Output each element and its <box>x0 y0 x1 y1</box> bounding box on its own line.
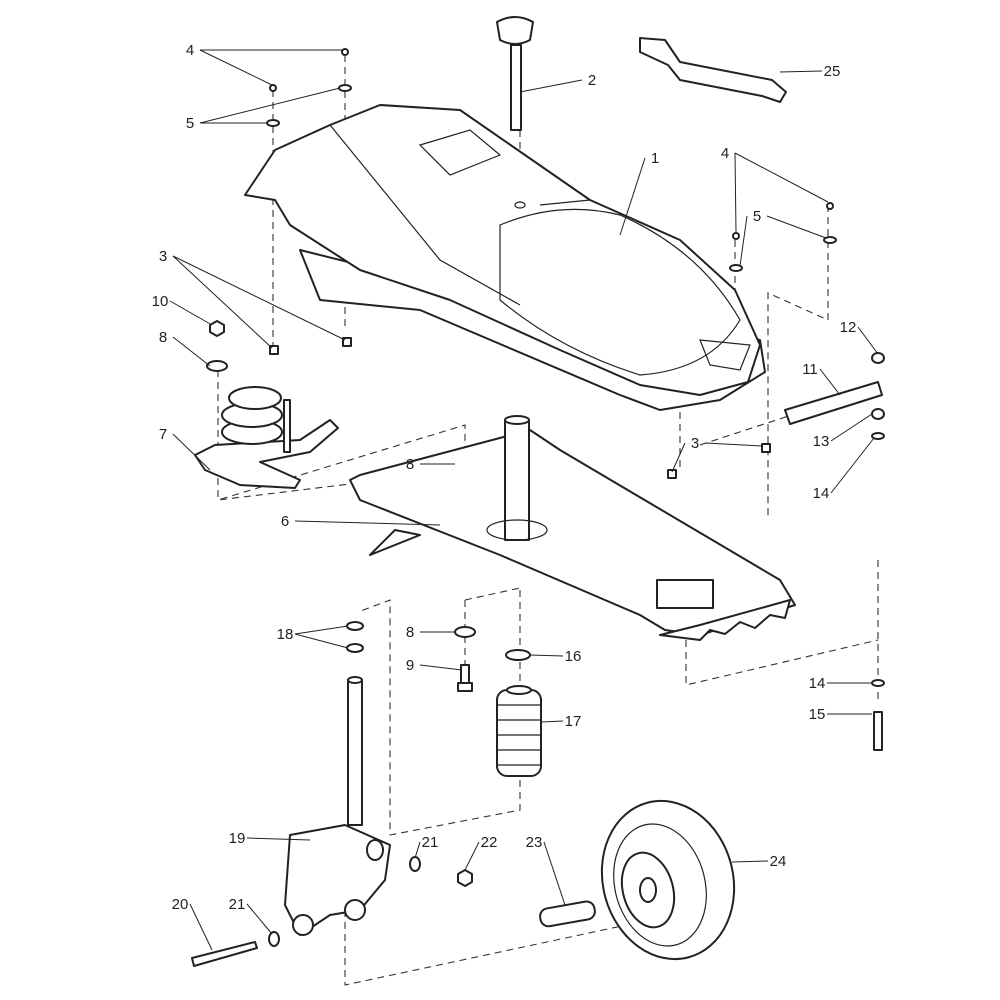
callout-label-5: 5 <box>753 208 761 225</box>
bracket-part-25 <box>639 37 787 103</box>
callout-label-21: 21 <box>422 834 439 851</box>
leader-line <box>294 625 349 635</box>
leader-line <box>704 442 763 447</box>
callout-label-24: 24 <box>770 853 787 870</box>
leader-line <box>464 841 480 871</box>
callout-label-18: 18 <box>277 626 294 643</box>
callout-label-10: 10 <box>152 293 169 310</box>
callout-label-14: 14 <box>809 675 826 692</box>
callout-label-3: 3 <box>691 435 699 452</box>
leader-line <box>830 413 873 442</box>
callout-label-12: 12 <box>840 319 857 336</box>
leader-line <box>172 336 211 367</box>
callout-label-7: 7 <box>159 426 167 443</box>
leader-line <box>779 70 823 73</box>
callout-label-8: 8 <box>406 456 414 473</box>
leader-line <box>540 720 564 723</box>
leader-line <box>529 654 564 657</box>
callout-label-4: 4 <box>721 145 729 162</box>
callout-label-13: 13 <box>813 433 830 450</box>
callout-label-16: 16 <box>565 648 582 665</box>
callout-leader-lines <box>169 49 879 951</box>
callout-label-9: 9 <box>406 657 414 674</box>
callout-label-25: 25 <box>824 63 841 80</box>
leader-line <box>519 79 583 93</box>
leader-line <box>172 433 211 471</box>
callout-label-17: 17 <box>565 713 582 730</box>
leader-line <box>731 860 769 863</box>
callout-label-4: 4 <box>186 42 194 59</box>
leader-line <box>734 152 737 233</box>
callout-label-11: 11 <box>802 361 818 378</box>
leader-line <box>246 903 273 935</box>
leader-line <box>294 633 349 649</box>
leader-line <box>169 300 213 326</box>
callout-label-8: 8 <box>159 329 167 346</box>
callout-label-20: 20 <box>172 896 189 913</box>
leader-line <box>172 255 273 349</box>
leader-line <box>857 326 879 355</box>
leader-line <box>739 215 748 267</box>
callout-label-8: 8 <box>406 624 414 641</box>
callout-label-22: 22 <box>481 834 498 851</box>
leader-line <box>189 903 213 951</box>
leader-line <box>830 437 875 494</box>
leader-line <box>199 87 341 124</box>
callout-label-2: 2 <box>588 72 596 89</box>
callout-label-1: 1 <box>651 150 659 167</box>
leader-line <box>199 49 273 86</box>
cover-part-1 <box>244 104 766 411</box>
knob-bolt-part-2 <box>496 16 534 131</box>
callout-label-19: 19 <box>229 830 246 847</box>
bellows-part-17 <box>496 685 542 777</box>
leader-line <box>419 664 463 671</box>
callout-label-6: 6 <box>281 513 289 530</box>
leader-line <box>172 255 346 341</box>
callout-label-3: 3 <box>159 248 167 265</box>
leader-line <box>414 841 421 859</box>
callout-label-14: 14 <box>813 485 830 502</box>
leader-line <box>543 841 566 906</box>
leader-line <box>734 152 829 203</box>
caster-fork-part-19 <box>284 676 391 936</box>
callout-label-5: 5 <box>186 115 194 132</box>
callout-label-23: 23 <box>526 834 543 851</box>
deck-part-6 <box>349 415 796 641</box>
callout-label-21: 21 <box>229 896 246 913</box>
leader-line <box>246 837 311 841</box>
bolt-part-20 <box>191 941 258 967</box>
leader-line <box>671 442 686 473</box>
leader-line <box>619 157 646 236</box>
callout-label-15: 15 <box>809 706 826 723</box>
leader-line <box>819 368 841 396</box>
axle-sleeve-part-23 <box>539 900 596 928</box>
leader-line <box>294 520 441 526</box>
spring-part-11 <box>784 381 883 425</box>
pulley-bracket-part-7 <box>194 386 339 489</box>
leader-line <box>766 215 827 239</box>
wheel-part-24 <box>600 799 736 961</box>
